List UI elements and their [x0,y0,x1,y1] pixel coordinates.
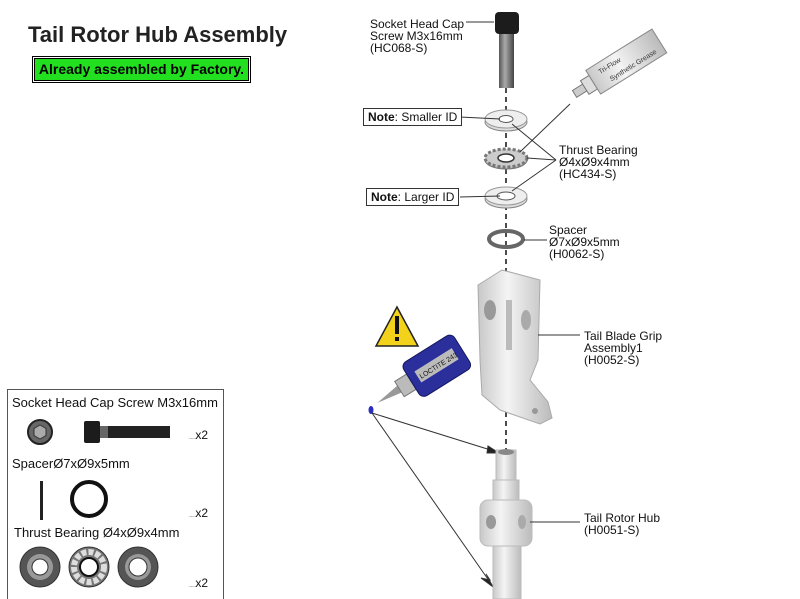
note-larger-text: : Larger ID [397,190,455,204]
screw-callout-line1: Socket Head Cap [370,17,465,31]
hub-callout-line1: Tail Rotor Hub [584,511,661,525]
factory-badge-text: Already assembled by Factory. [34,58,249,81]
hub-callout-line2: (H0051-S) [584,523,640,537]
grip-callout: Tail Blade Grip Assembly1 (H0052-S) [584,330,662,366]
note-larger-id: Note: Larger ID [366,188,460,206]
spacer-callout: Spacer Ø7xØ9x5mm (H0062-S) [549,224,620,260]
drop-icon [368,406,374,414]
parts-item-bearing-qty: x2 [188,576,208,590]
bearing-callout: Thrust Bearing Ø4xØ9x4mm (HC434-S) [559,144,638,180]
screw-callout-line2: Screw M3x16mm [370,29,463,43]
bearing-callout-line3: (HC434-S) [559,167,617,181]
note-smaller-bold: Note [368,110,395,124]
grease-tube: Tri-Flow Synthetic Grease [571,28,668,98]
parts-item-spacer-name: SpacerØ7xØ9x5mm [12,456,130,471]
washer-smaller-id [484,109,528,132]
screw-callout: Socket Head Cap Screw M3x16mm (HC068-S) [370,18,464,54]
grip-callout-line2: Assembly1 [584,341,643,355]
spacer-callout-line3: (H0062-S) [549,247,605,261]
loctite-bottle: LOCTITE 243 [377,334,472,403]
note-smaller-text: : Smaller ID [394,110,458,124]
screw-part [495,12,519,88]
screw-callout-line3: (HC068-S) [370,41,428,55]
parts-item-spacer-qty: x2 [188,506,208,520]
loctite-arrows [371,412,501,588]
factory-badge: Already assembled by Factory. [32,56,251,83]
grip-callout-line1: Tail Blade Grip [584,329,663,343]
note-larger-leader [459,195,501,198]
parts-list-box [7,389,224,599]
parts-item-screw-name: Socket Head Cap Screw M3x16mm [12,395,218,410]
page-title: Tail Rotor Hub Assembly [28,22,288,47]
bearing-callout-line1: Thrust Bearing [559,143,638,157]
parts-item-bearing-name: Thrust Bearing Ø4xØ9x4mm [14,525,180,540]
tail-rotor-hub-part [479,449,533,599]
spacer-callout-line1: Spacer [549,223,588,237]
parts-screw-icons [27,419,170,445]
tail-blade-grip-part [477,269,553,425]
bearing-callout-line2: Ø4xØ9x4mm [559,155,630,169]
note-larger-bold: Note [371,190,398,204]
warning-icon [374,305,420,347]
grease-leader [519,103,571,153]
spacer-callout-line2: Ø7xØ9x5mm [549,235,620,249]
parts-bearing-icons [19,546,159,588]
note-smaller-id: Note: Smaller ID [363,108,463,126]
bearing-leaders [511,123,557,192]
thrust-bearing-part [483,147,529,170]
note-smaller-leader [459,116,501,120]
spacer-part [487,229,525,249]
hub-callout: Tail Rotor Hub (H0051-S) [584,512,660,536]
parts-item-screw-qty: x2 [188,428,208,442]
parts-spacer-icons [40,480,108,520]
washer-larger-id [484,186,528,209]
grip-callout-line3: (H0052-S) [584,353,640,367]
